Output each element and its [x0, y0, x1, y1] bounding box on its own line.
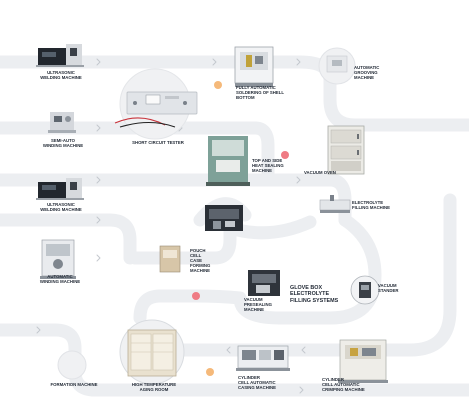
short-circuit-tester-icon — [114, 68, 198, 140]
process-dot-2 — [281, 151, 289, 159]
chevron-12 — [301, 346, 306, 354]
ultrasonic-welder-mid-icon — [36, 178, 84, 200]
chevron-3 — [296, 58, 301, 66]
chevron-10 — [36, 326, 41, 334]
track-row-1 — [0, 55, 469, 132]
cylinder-crimping-label: CYLINDER CELL AUTOMATIC CRIMPING MACHINE — [322, 377, 365, 392]
ultrasonic-welding-label-top: ULTRASONIC WELDING MACHINE — [40, 70, 82, 80]
shell-bottom-soldering-label: FULLY AUTOMATIC SOLDERING OF SHELL BOTTO… — [236, 85, 284, 100]
route-chevrons — [36, 58, 306, 394]
track-drop-1 — [248, 121, 275, 182]
chevron-1 — [96, 58, 101, 66]
ultrasonic-welder-top-icon — [36, 44, 84, 67]
heat-sealing-label: TOP AND SIDE HEAT SEALING MACHINE — [252, 158, 284, 173]
vacuum-oven-label: VACUUM OVEN — [304, 170, 336, 175]
vacuum-presealing-label: VACUUM PRESEALING MACHINE — [244, 297, 272, 312]
track-loop-right — [273, 213, 382, 325]
semi-auto-winding-label: SEMI-AUTO WINDING MACHINE — [42, 138, 84, 148]
track-row-4 — [0, 213, 137, 265]
chevron-9 — [96, 254, 101, 262]
cylinder-casing-label: CYLINDER CELL AUTOMATIC CASING MACHINE — [238, 375, 276, 390]
shell-bottom-soldering-icon — [234, 46, 274, 87]
conveyor-tracks — [0, 55, 469, 397]
aging-room-icon — [119, 319, 185, 385]
track-row-5 — [128, 221, 237, 265]
chevron-6 — [96, 176, 101, 184]
vacuum-stander-icon — [350, 275, 380, 305]
ultrasonic-welding-label-mid: ULTRASONIC WELDING MACHINE — [40, 202, 82, 212]
automatic-grooving-label: AUTOMATIC GROOVING MACHINE — [354, 65, 380, 80]
heat-sealing-machine-icon — [206, 136, 250, 186]
chevron-8 — [96, 216, 101, 224]
pouch-forming-label: POUCH CELL CASE FORMING MACHINE — [190, 248, 211, 273]
chevron-4 — [96, 124, 101, 132]
grooving-machine-icon — [326, 55, 348, 73]
cylinder-casing-icon — [236, 345, 290, 371]
chevron-2 — [212, 58, 217, 66]
vacuum-presealing-icon — [248, 270, 280, 296]
glove-box-label: GLOVE BOX ELECTROLYTE FILLING SYSTEMS — [290, 285, 339, 304]
automatic-winding-label: AUTOMATIC WINDING MACHINE — [39, 274, 81, 284]
chevron-7 — [296, 176, 301, 184]
track-row-6 — [133, 289, 287, 325]
semi-auto-winder-icon — [48, 112, 76, 133]
vacuum-oven-icon — [327, 125, 365, 175]
chevron-11 — [226, 346, 231, 354]
electrolyte-filling-label: ELECTROLYTE FILLING MACHINE — [352, 200, 390, 210]
aging-room-label: HIGH TEMPERATURE AGING ROOM — [131, 382, 177, 392]
process-dot-3 — [192, 292, 200, 300]
formation-machine-label: FORMATION MACHINE — [50, 382, 98, 387]
cylinder-crimping-icon — [338, 339, 388, 383]
track-row-8 — [158, 193, 457, 357]
vacuum-stander-label: VACUUM STANDER — [378, 283, 399, 293]
electrolyte-filling-icon — [319, 195, 351, 213]
short-circuit-tester-label: SHORT CIRCUIT TESTER — [132, 140, 184, 145]
formation-station-circle — [57, 350, 87, 380]
pouch-forming-icon — [159, 205, 243, 273]
process-dot-4 — [206, 368, 214, 376]
process-dot-1 — [214, 81, 222, 89]
chevron-13 — [299, 386, 304, 394]
automatic-winder-icon — [40, 239, 76, 279]
